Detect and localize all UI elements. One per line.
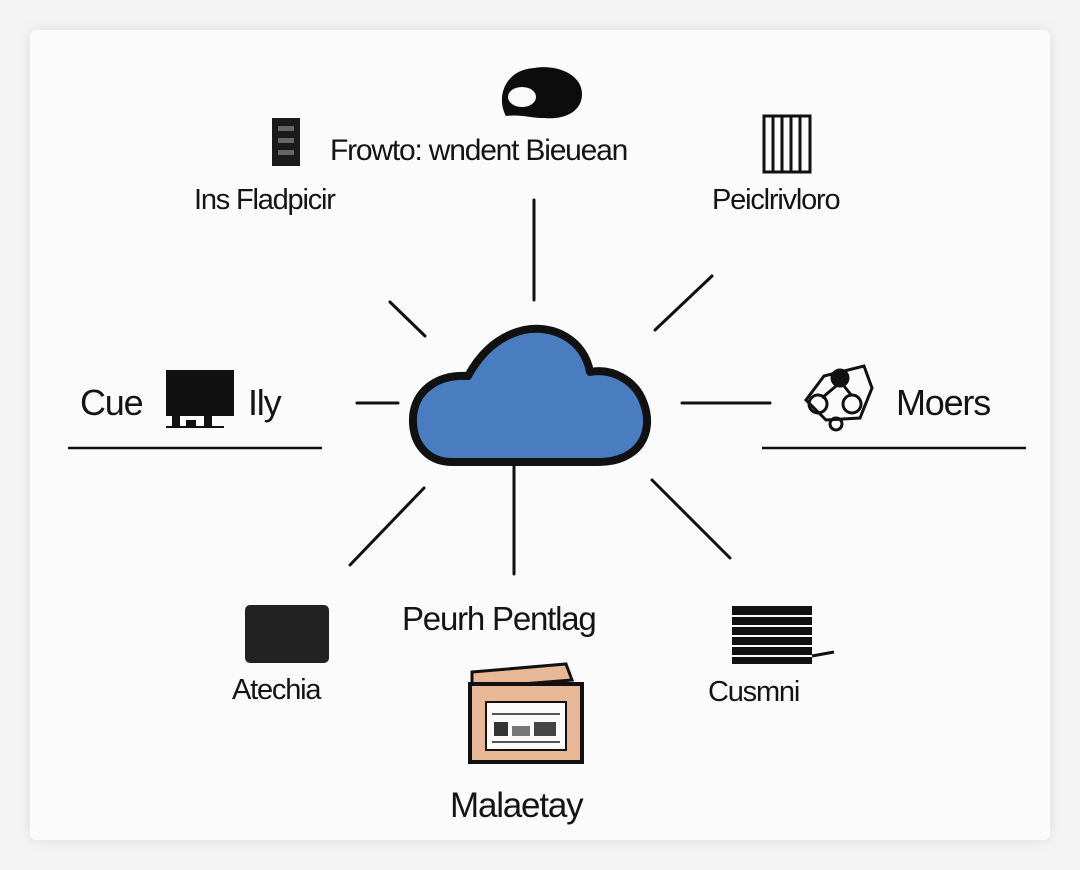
label-left-prefix: Cue [80, 382, 144, 423]
label-bottom: Peurh Pentlag [402, 600, 597, 637]
label-bottom-left: Atechia [232, 674, 322, 706]
label-right: Moers [896, 382, 991, 423]
stacked-sheets-icon [732, 606, 835, 664]
server-rack-icon [272, 118, 300, 166]
gear-network-icon [804, 364, 874, 432]
black-box-icon [245, 605, 329, 663]
label-top-right: Peiclrivloro [712, 184, 841, 216]
cloud-icon [408, 324, 652, 466]
label-top-left: Ins Fladpicir [194, 184, 336, 216]
connector-bottom-left [348, 486, 426, 567]
monitor-icon [166, 370, 234, 428]
connector-top-right [653, 274, 714, 332]
chat-bubble-icon [501, 67, 582, 119]
connector-top-left [388, 300, 427, 338]
label-left-suffix: Ily [248, 382, 282, 423]
label-base: Malaetay [450, 786, 584, 825]
vent-panel-icon [762, 114, 812, 174]
connector-bottom-right [650, 478, 732, 560]
label-top: Frowto: wndent Bieuean [330, 134, 628, 167]
folder-box-icon [468, 662, 584, 764]
label-bottom-right: Cusmni [708, 676, 800, 708]
